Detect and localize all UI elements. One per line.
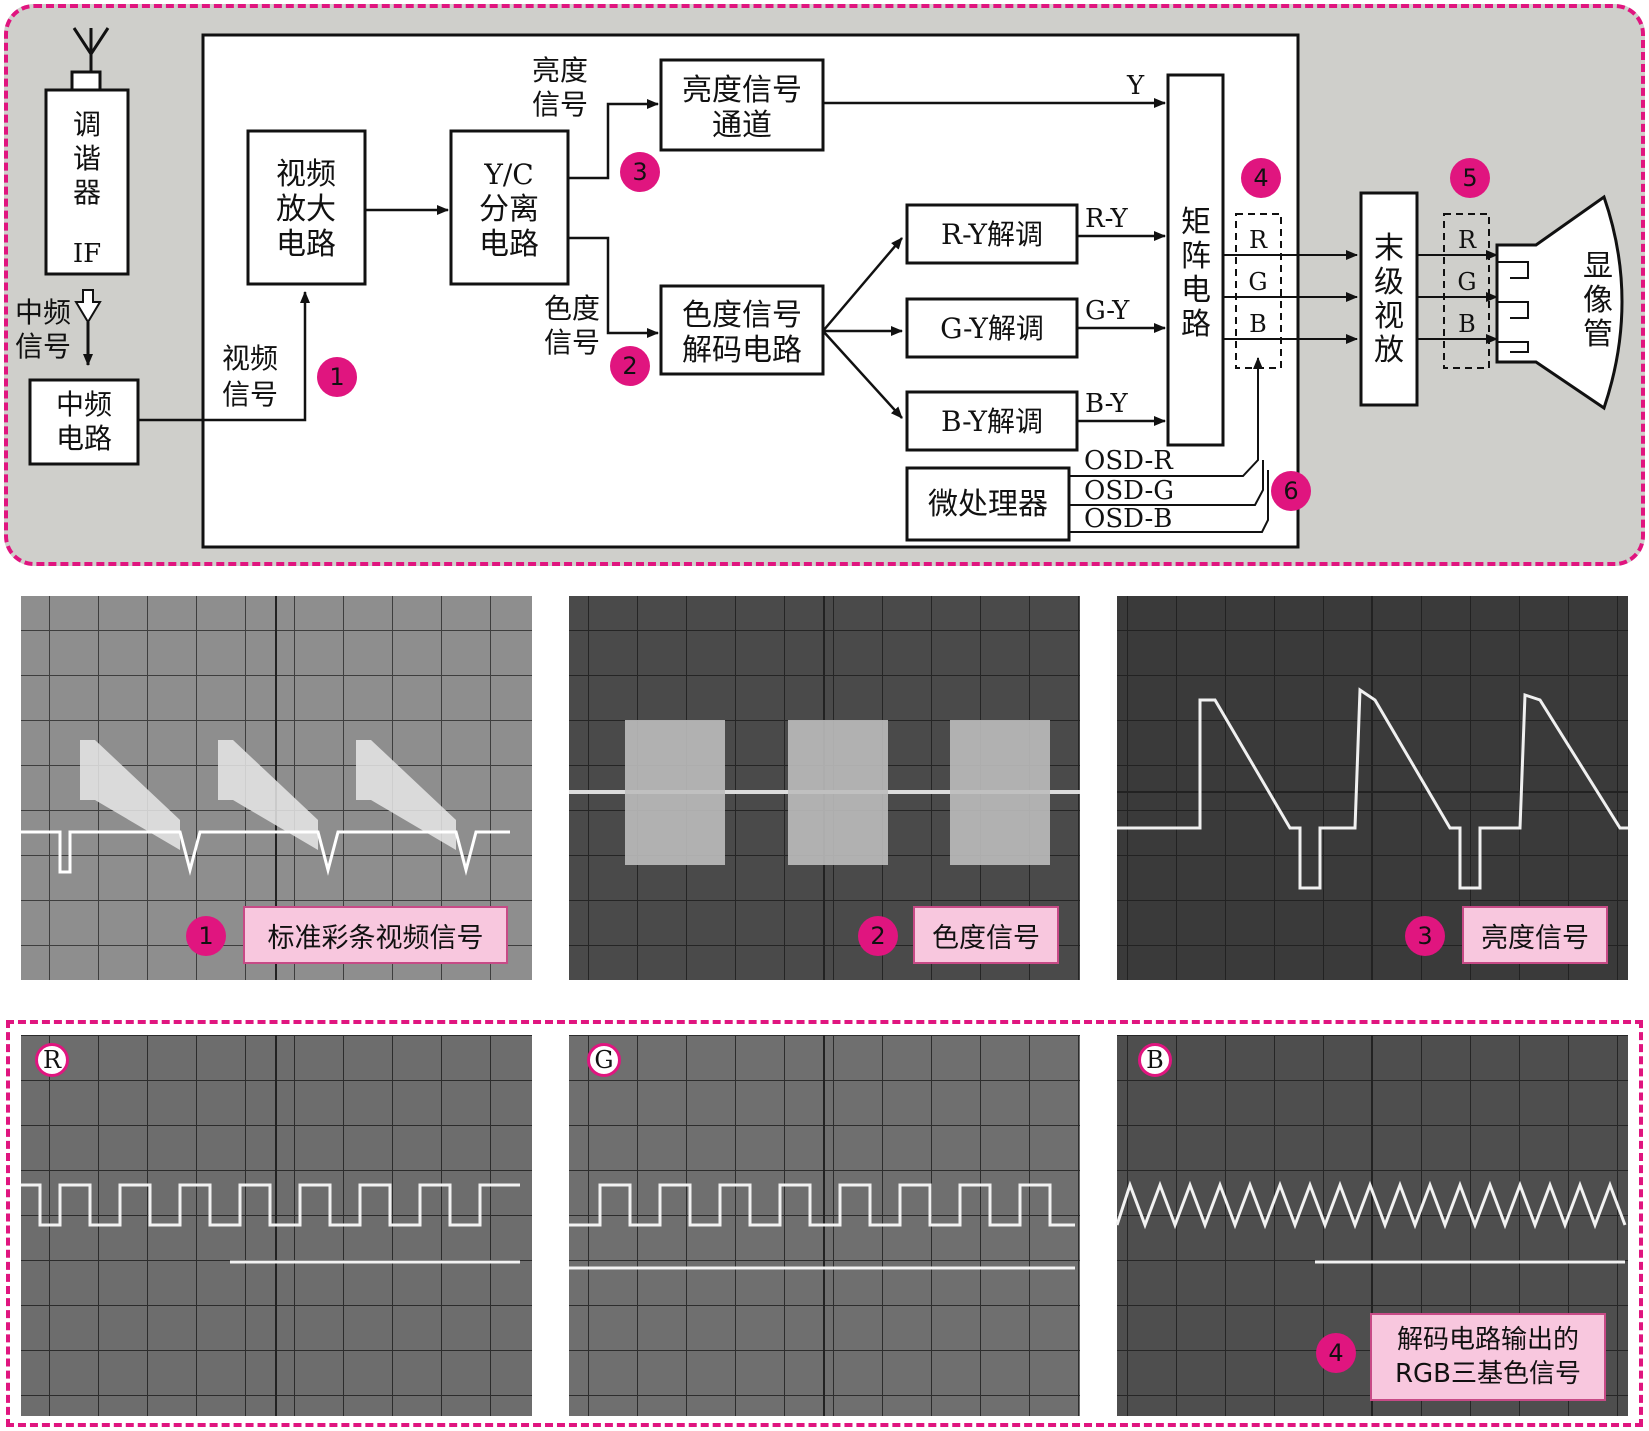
- crt-label-1: 显: [1583, 249, 1613, 284]
- if-circuit-label-1: 中频: [56, 388, 112, 421]
- if-circuit-box: [28, 378, 140, 466]
- marker-2: 2: [610, 346, 650, 386]
- luma-caption: 亮度信号: [1462, 906, 1608, 964]
- if-hollow-arrow: [74, 289, 102, 324]
- rgb-note-line2: RGB三基色信号: [1394, 1359, 1582, 1389]
- luma-channel-label-1: 亮度信号: [682, 73, 802, 108]
- mcu-label: 微处理器: [928, 487, 1048, 522]
- luma-signal-label-1: 亮度: [532, 54, 588, 87]
- r-channel-marker: R: [35, 1043, 69, 1077]
- osd-b-label: OSD-B: [1084, 504, 1172, 534]
- ry-signal-label: R-Y: [1085, 204, 1129, 234]
- osd-r-label: OSD-R: [1084, 446, 1174, 476]
- ry-demod-box: [905, 203, 1079, 265]
- marker-3: 3: [620, 152, 660, 192]
- final-amp-box: [1359, 191, 1419, 407]
- luma-signal-label-2: 信号: [532, 88, 588, 121]
- amp-b-label: B: [1458, 310, 1476, 338]
- yc-label-2: 分离: [479, 192, 539, 227]
- matrix-r-label: R: [1249, 226, 1268, 254]
- if-circuit-label-2: 电路: [56, 422, 112, 455]
- rgb-test-point-5: [1443, 213, 1490, 369]
- rgb-note-badge: 4: [1316, 1333, 1356, 1373]
- if-signal-label-1: 中频: [15, 296, 71, 329]
- video-amp-box: [246, 129, 367, 286]
- mcu-box: [905, 466, 1071, 542]
- amp-r-label: R: [1458, 226, 1477, 254]
- matrix-b-label: B: [1249, 310, 1267, 338]
- osd-g-label: OSD-G: [1084, 476, 1174, 506]
- chroma-signal-label-1: 色度: [544, 292, 600, 325]
- final-amp-label-2: 级: [1374, 265, 1404, 300]
- matrix-box: [1166, 73, 1225, 447]
- tuner-label-2: 谐: [73, 142, 101, 175]
- matrix-g-label: G: [1248, 268, 1267, 296]
- crt-label-2: 像: [1583, 283, 1613, 318]
- final-amp-label-3: 视: [1374, 299, 1404, 334]
- gy-signal-label: G-Y: [1085, 296, 1130, 326]
- video-signal-label-2: 信号: [222, 378, 278, 411]
- matrix-label-4: 路: [1181, 307, 1211, 342]
- crt-icon: [1495, 194, 1624, 411]
- rgb-output-panel: [6, 1020, 1643, 1427]
- chroma-caption: 色度信号: [913, 906, 1059, 964]
- luma-channel-label-2: 通道: [712, 108, 772, 143]
- composite-badge: 1: [186, 916, 226, 956]
- marker-4: 4: [1241, 158, 1281, 198]
- by-demod-label: B-Y解调: [941, 405, 1043, 438]
- gy-demod-label: G-Y解调: [940, 312, 1044, 345]
- ry-demod-label: R-Y解调: [941, 218, 1043, 251]
- video-signal-label-1: 视频: [222, 342, 278, 375]
- tuner-label-3: 器: [73, 176, 101, 209]
- luma-channel-box: [659, 58, 825, 152]
- yc-label-3: 电路: [479, 227, 539, 262]
- tuner-label-1: 调: [73, 108, 101, 141]
- chroma-signal-label-2: 信号: [544, 326, 600, 359]
- final-amp-label-1: 末: [1374, 231, 1404, 266]
- y-signal-label: Y: [1126, 71, 1145, 101]
- video-amp-label-3: 电路: [276, 227, 336, 262]
- chroma-badge: 2: [858, 916, 898, 956]
- block-diagram: 调 谐 器 IF 中频 信号 中频 电路 视频 信号 视频 放大 电路 Y/C …: [15, 27, 1624, 549]
- amp-g-label: G: [1457, 268, 1476, 296]
- marker-5: 5: [1450, 158, 1490, 198]
- yc-separation-box: [449, 129, 570, 286]
- final-amp-label-4: 放: [1374, 333, 1404, 368]
- video-amp-label-2: 放大: [276, 192, 336, 227]
- by-signal-label: B-Y: [1085, 389, 1129, 419]
- rgb-note-line1: 解码电路输出的: [1396, 1325, 1579, 1355]
- composite-caption: 标准彩条视频信号: [243, 906, 508, 964]
- tuner-box: [44, 88, 130, 276]
- chroma-decoder-label-2: 解码电路: [682, 333, 802, 368]
- yc-label-1: Y/C: [483, 158, 533, 191]
- crt-label-3: 管: [1583, 317, 1613, 352]
- video-amp-label-1: 视频: [276, 157, 336, 192]
- matrix-label-2: 阵: [1181, 239, 1211, 274]
- rgb-note-caption: 解码电路输出的 RGB三基色信号: [1370, 1313, 1606, 1401]
- matrix-label-3: 电: [1181, 273, 1211, 308]
- luma-badge: 3: [1405, 916, 1445, 956]
- marker-1: 1: [317, 357, 357, 397]
- chroma-decoder-label-1: 色度信号: [682, 298, 802, 333]
- b-channel-marker: B: [1138, 1043, 1172, 1077]
- antenna-icon: [70, 27, 110, 92]
- g-channel-marker: G: [587, 1043, 621, 1077]
- matrix-label-1: 矩: [1181, 205, 1211, 240]
- if-signal-label-2: 信号: [15, 330, 71, 363]
- tuner-if-label: IF: [73, 239, 101, 269]
- marker-6: 6: [1271, 471, 1311, 511]
- by-demod-box: [905, 390, 1079, 452]
